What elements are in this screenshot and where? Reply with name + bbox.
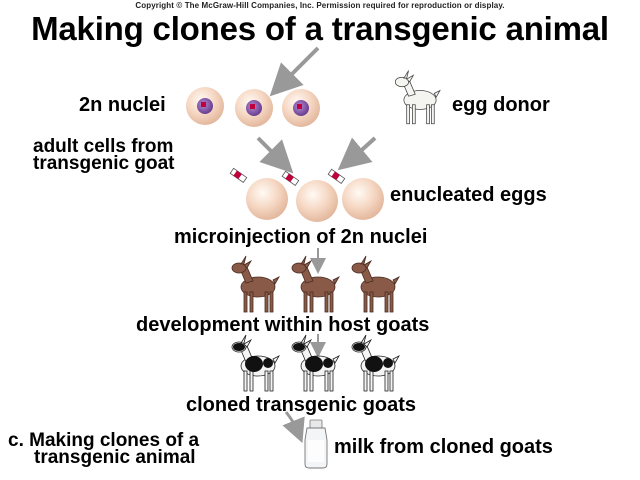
arrow-to-milk — [282, 411, 305, 444]
label-enucleated-eggs: enucleated eggs — [390, 184, 547, 206]
enucleated-egg-3 — [327, 168, 384, 220]
egg-donor-goat-icon — [394, 70, 441, 125]
host-goat-icon-3 — [351, 255, 400, 313]
label-cloned-goats: cloned transgenic goats — [186, 394, 417, 416]
cloned-goat-icon-1 — [231, 334, 280, 392]
caption-line1: c. Making clones of a — [8, 430, 200, 451]
host-goat-icon-1 — [231, 255, 280, 313]
label-microinjection: microinjection of 2n nuclei — [174, 226, 428, 248]
label-adult-cells: adult cells from transgenic goat — [33, 136, 175, 174]
figure-caption: c. Making clones of a transgenic animal — [8, 430, 200, 468]
nuclei-cell-2 — [235, 89, 273, 127]
nuclei-cell-1 — [186, 87, 224, 125]
cloned-goat-icon-3 — [351, 334, 400, 392]
label-milk: milk from cloned goats — [334, 436, 553, 458]
label-egg-donor: egg donor — [452, 94, 550, 116]
label-adult-cells-line2: transgenic goat — [33, 153, 175, 174]
milk-bottle-icon — [304, 419, 328, 469]
cloned-goat-icon-2 — [291, 334, 340, 392]
arrow-nuclei-to-eggs — [256, 136, 294, 174]
enucleated-egg-2 — [281, 170, 338, 222]
nuclei-cell-3 — [282, 89, 320, 127]
caption-line2: transgenic animal — [34, 447, 196, 468]
label-adult-cells-line1: adult cells from — [33, 136, 174, 157]
page-title: Making clones of a transgenic animal — [31, 10, 609, 47]
label-development: development within host goats — [136, 314, 430, 336]
label-2n-nuclei: 2n nuclei — [79, 94, 166, 116]
copyright-notice: Copyright © The McGraw-Hill Companies, I… — [135, 1, 505, 10]
arrow-donor-to-eggs — [337, 136, 377, 171]
enucleated-egg-1 — [229, 167, 288, 220]
arrow-title-to-nuclei — [269, 46, 320, 97]
host-goat-icon-2 — [291, 255, 340, 313]
